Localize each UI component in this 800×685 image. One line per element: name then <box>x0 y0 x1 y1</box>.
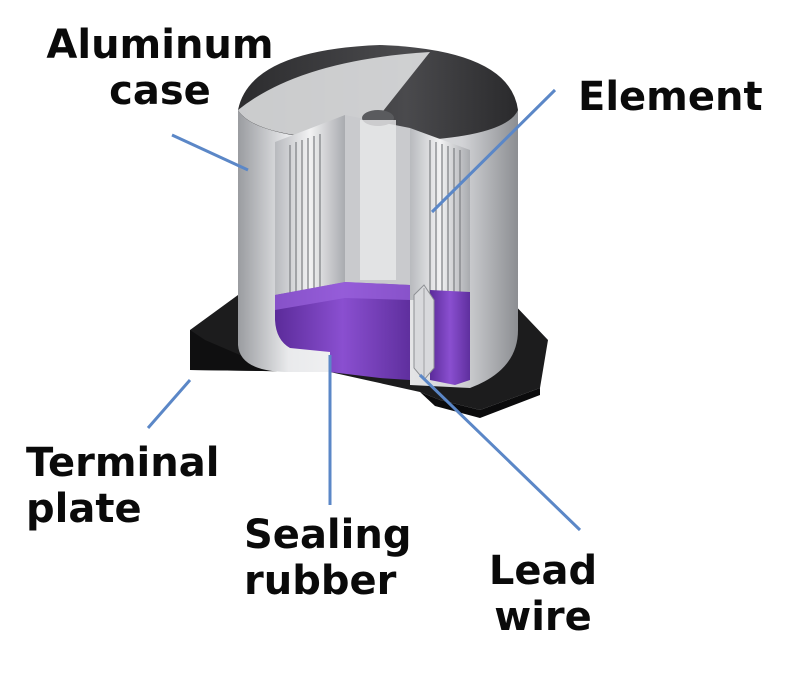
terminal-plate-label: Terminal plate <box>26 440 219 532</box>
element-label: Element <box>578 74 763 120</box>
lead-wire-label: Lead wire <box>488 548 598 640</box>
terminal-plate-arrow <box>148 380 190 428</box>
aluminum-case-arrow <box>172 135 248 170</box>
aluminum-case-label: Aluminum case <box>40 22 280 114</box>
sealing-rubber-label: Sealing rubber <box>244 512 411 604</box>
lead-wire-shape <box>414 285 434 380</box>
